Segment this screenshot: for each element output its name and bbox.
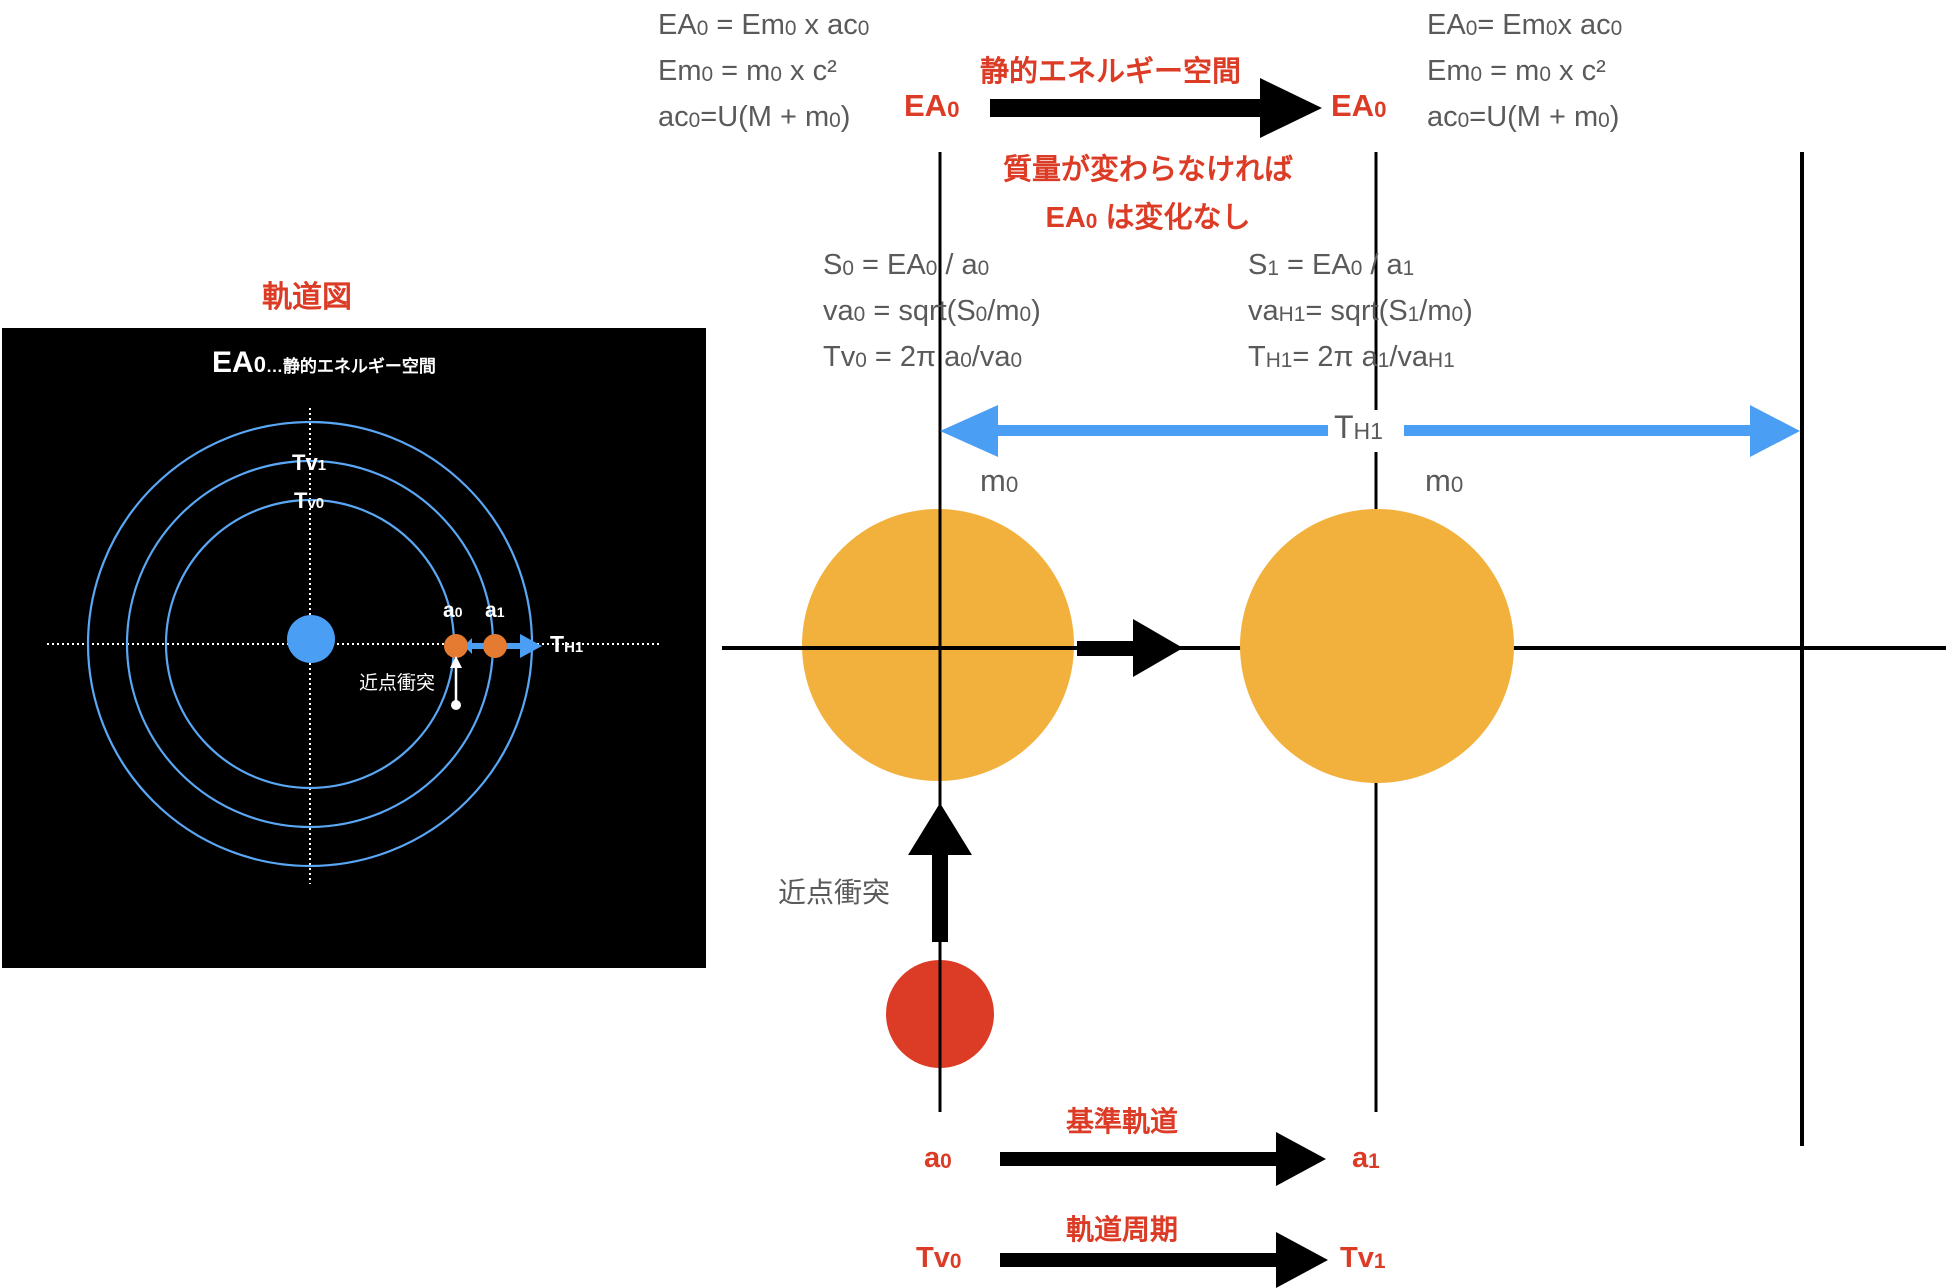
orbit-diagram-svg: [47, 408, 662, 884]
mass-circle-m0-initial: [802, 509, 1074, 781]
body-a1: [483, 634, 507, 658]
formula-line: TH1= 2π a1/vaH1: [1248, 341, 1455, 374]
th1-arrow-left-shaft: [968, 425, 1328, 436]
formula-line: Tv0 = 2π a0/va0: [823, 341, 1023, 374]
mass-label-initial: m0: [980, 463, 1019, 498]
transfer-arrow-head: [1133, 619, 1183, 677]
energy-arrow-head: [1260, 78, 1322, 138]
orbit-diagram-heading: 軌道図: [262, 281, 352, 314]
formula-line: S0 = EA0 / a0: [823, 249, 990, 281]
orbit-collision-label: 近点衝突: [359, 673, 436, 694]
note-line-2: EA0 は変化なし: [1045, 202, 1251, 234]
formula-line: S1 = EA0 / a1: [1248, 249, 1415, 281]
mass-label-raised: m0: [1425, 463, 1464, 498]
energy-arrow-shaft: [990, 99, 1272, 117]
body-label-a1: a1: [485, 599, 505, 622]
reference-orbit-arrow-shaft: [1000, 1152, 1278, 1166]
collision-origin-dot: [451, 700, 461, 710]
reference-orbit-arrow-head: [1276, 1132, 1326, 1186]
orbital-period-to: Tv1: [1340, 1242, 1386, 1274]
right-column-formula-block: S1 = EA0 / a1 vaH1= sqrt(S1/m0) TH1= 2π …: [1248, 244, 1473, 382]
mass-unchanged-note: 質量が変わらなければ EA0 は変化なし: [988, 146, 1308, 246]
collision-arrow-head: [908, 803, 972, 855]
orbital-period-arrow-shaft: [1000, 1253, 1278, 1267]
body-a0: [444, 634, 468, 658]
note-line-1: 質量が変わらなければ: [1002, 154, 1293, 186]
collision-label: 近点衝突: [778, 877, 891, 908]
transfer-arrow-shaft: [1077, 641, 1135, 656]
formula-line: Em0 = m0 x c²: [1427, 55, 1606, 88]
orbit-label-tv1: Tv1: [292, 450, 327, 475]
orbital-period-from: Tv0: [916, 1242, 962, 1274]
orbital-period-arrow-head: [1276, 1232, 1328, 1288]
energy-label-left: EA0: [904, 88, 960, 123]
energy-label-right: EA0: [1331, 88, 1387, 123]
body-label-a0: a0: [443, 599, 463, 622]
formula-line: ac0=U(M + m0): [658, 101, 851, 134]
central-body: [287, 615, 335, 663]
energy-space-title: 静的エネルギー空間: [980, 56, 1242, 88]
left-column-formula-block: S0 = EA0 / a0 va0 = sqrt(S0/m0) Tv0 = 2π…: [823, 244, 1041, 382]
formula-line: ac0=U(M + m0): [1427, 101, 1620, 134]
reference-orbit-from: a0: [924, 1142, 952, 1174]
formula-line: EA0= Em0x ac0: [1427, 9, 1623, 41]
collision-arrow-head: [450, 656, 462, 668]
formula-line: vaH1= sqrt(S1/m0): [1248, 295, 1473, 328]
reference-orbit-to: a1: [1352, 1142, 1380, 1174]
top-right-formula-block: EA0= Em0x ac0 Em0 = m0 x c² ac0=U(M + m0…: [1427, 4, 1622, 142]
orbit-diagram-panel: EA0…静的エネルギー空間 Tv1 Tv0 a0 a1 TH1 近点衝突: [2, 328, 706, 968]
mass-circle-m0-raised: [1240, 509, 1514, 783]
orbital-period-title: 軌道周期: [1066, 1214, 1179, 1245]
orbit-th1-label: TH1: [550, 631, 584, 657]
collision-arrow-shaft: [932, 854, 948, 942]
formula-line: Em0 = m0 x c²: [658, 55, 837, 88]
th1-arrow-head: [520, 634, 542, 658]
formula-line: va0 = sqrt(S0/m0): [823, 295, 1041, 328]
formula-line: EA0 = Em0 x ac0: [658, 9, 870, 41]
th1-label-gap: [1360, 410, 1396, 452]
th1-arrow-left-head: [940, 405, 998, 457]
th1-arrow-right-shaft: [1404, 425, 1774, 436]
orbit-label-tv0: Tv0: [294, 488, 325, 513]
orbit-panel-title: EA0…静的エネルギー空間: [212, 346, 436, 379]
reference-orbit-title: 基準軌道: [1066, 1106, 1179, 1137]
top-left-formula-block: EA0 = Em0 x ac0 Em0 = m0 x c² ac0=U(M + …: [658, 4, 869, 142]
period-arrow-label: TH1: [1334, 409, 1383, 445]
th1-arrow-right-head: [1750, 405, 1800, 457]
